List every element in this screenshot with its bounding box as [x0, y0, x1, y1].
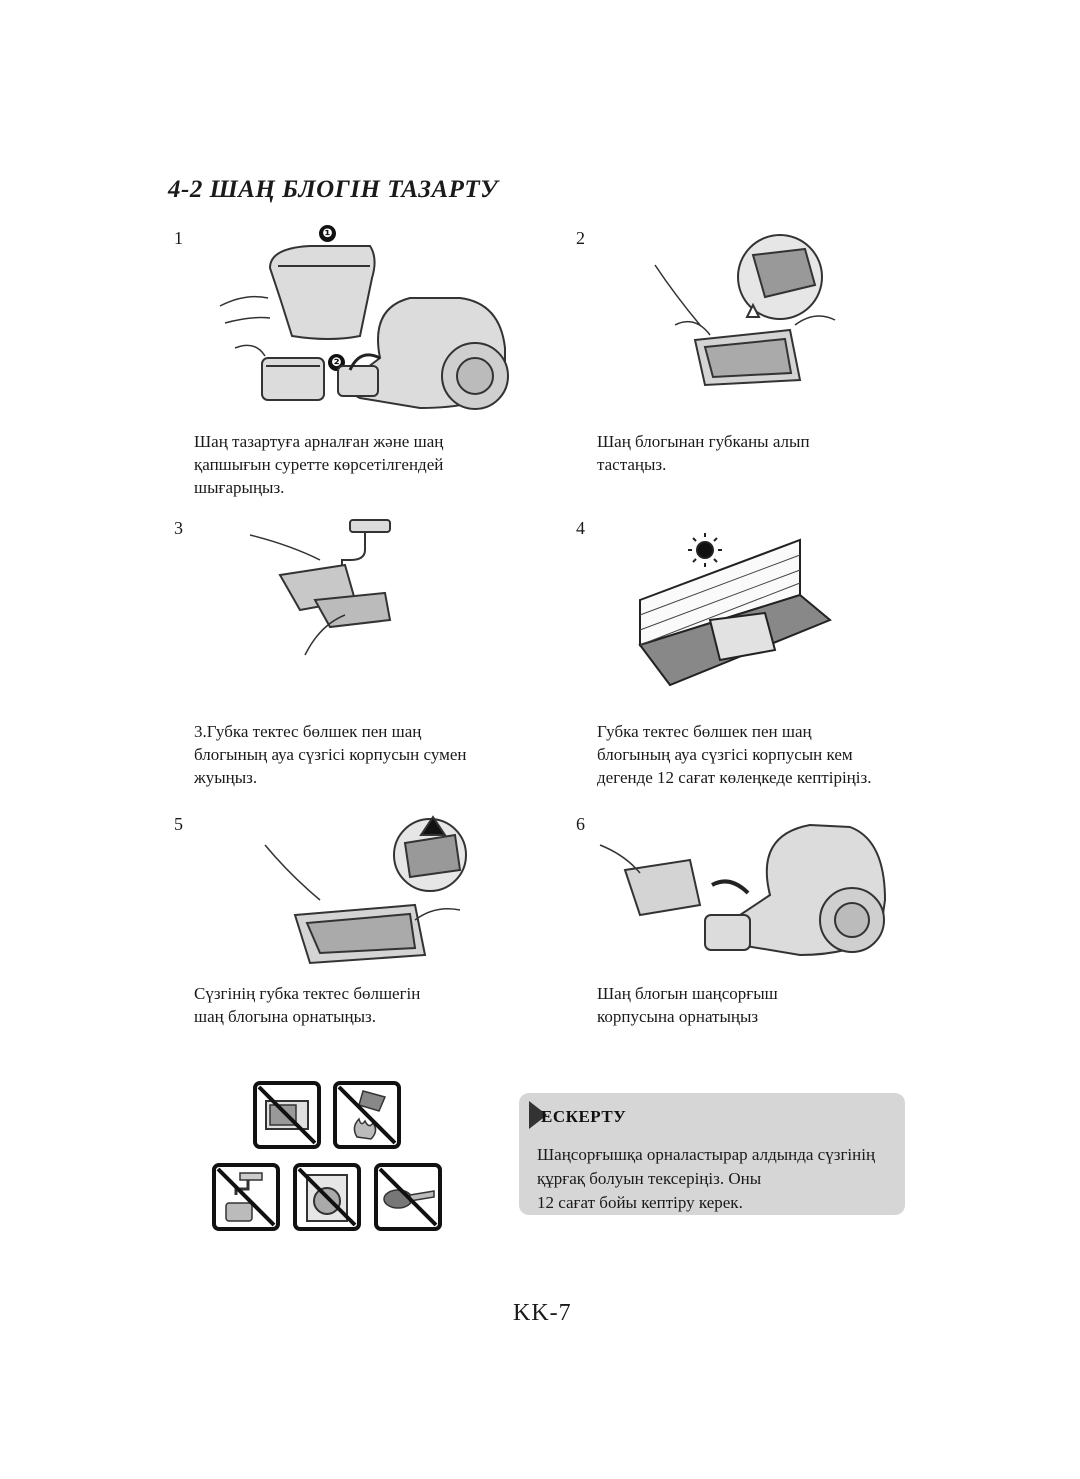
step-number: 4	[576, 518, 585, 538]
note-title: ЕСКЕРТУ	[541, 1107, 627, 1126]
step-number: 1	[174, 228, 183, 248]
no-brush-icon	[374, 1163, 442, 1231]
step-number: 5	[174, 814, 183, 834]
step5-illustration	[264, 815, 467, 965]
note-box	[519, 1093, 905, 1215]
no-tap-water-icon	[212, 1163, 280, 1231]
step2-illustration	[654, 234, 836, 387]
note-triangle-icon	[529, 1101, 547, 1129]
step1-illustration	[219, 245, 509, 410]
note-text: Шаңсорғышқа орналастырар алдында сүзгіні…	[537, 1145, 876, 1212]
step-number: 6	[576, 814, 585, 834]
step6-illustration	[599, 823, 887, 957]
callout-1-badge: ❶	[319, 225, 336, 242]
step3-illustration	[249, 519, 392, 656]
no-microwave-icon	[253, 1081, 321, 1149]
step-number: 2	[576, 228, 585, 248]
step-number: 3	[174, 518, 183, 538]
no-fire-icon	[333, 1081, 401, 1149]
page-number: KK-7	[513, 1300, 572, 1326]
section-title: 4-2 ШАҢ БЛОГІН ТАЗАРТУ	[168, 176, 499, 203]
no-washing-machine-icon	[293, 1163, 361, 1231]
step4-illustration	[638, 533, 832, 687]
